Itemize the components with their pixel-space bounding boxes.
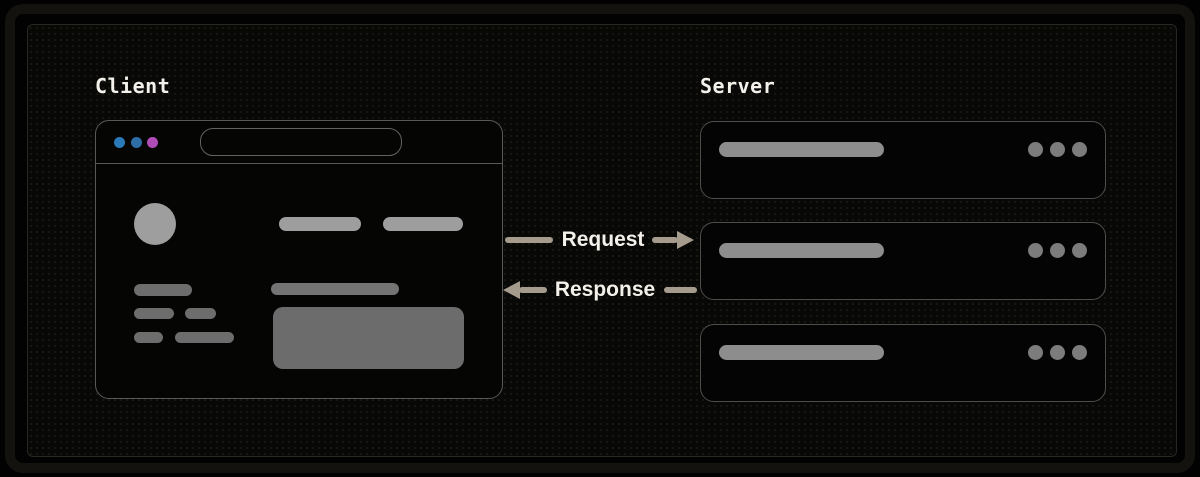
arrow-left-icon (503, 280, 520, 299)
server-dot-icon (1072, 142, 1087, 157)
server-box (700, 324, 1106, 402)
server-text-placeholder (719, 142, 884, 157)
server-text-placeholder (719, 345, 884, 360)
browser-titlebar (96, 121, 502, 164)
request-arrow-shaft (652, 237, 678, 243)
text-placeholder (175, 332, 234, 343)
nav-placeholder (383, 217, 463, 231)
server-dot-icon (1050, 345, 1065, 360)
response-label: Response (554, 278, 656, 301)
response-line (664, 287, 697, 293)
browser-content (96, 164, 502, 397)
server-dot-icon (1072, 345, 1087, 360)
server-box (700, 222, 1106, 300)
window-dot-icon (147, 136, 158, 148)
content-block-placeholder (273, 307, 464, 369)
server-dots (1028, 243, 1087, 258)
text-placeholder (134, 332, 163, 343)
server-dot-icon (1028, 142, 1043, 157)
server-dots (1028, 142, 1087, 157)
server-dot-icon (1028, 345, 1043, 360)
text-placeholder (134, 284, 192, 296)
server-label: Server (700, 74, 776, 98)
avatar (134, 203, 176, 245)
window-dot-icon (130, 136, 142, 148)
address-bar (199, 128, 402, 156)
server-dot-icon (1050, 142, 1065, 157)
window-dot-icon (114, 136, 125, 148)
server-box (700, 121, 1106, 199)
text-placeholder (185, 308, 216, 319)
request-label: Request (561, 228, 645, 251)
arrow-right-icon (677, 230, 694, 249)
nav-placeholder (279, 217, 361, 231)
text-placeholder (134, 308, 174, 319)
text-placeholder (271, 283, 399, 295)
server-text-placeholder (719, 243, 884, 258)
client-label: Client (95, 74, 171, 98)
server-dot-icon (1072, 243, 1087, 258)
response-arrow-shaft (519, 287, 547, 293)
client-browser-window (95, 120, 503, 399)
request-line (505, 237, 553, 243)
server-dot-icon (1028, 243, 1043, 258)
server-dots (1028, 345, 1087, 360)
server-dot-icon (1050, 243, 1065, 258)
